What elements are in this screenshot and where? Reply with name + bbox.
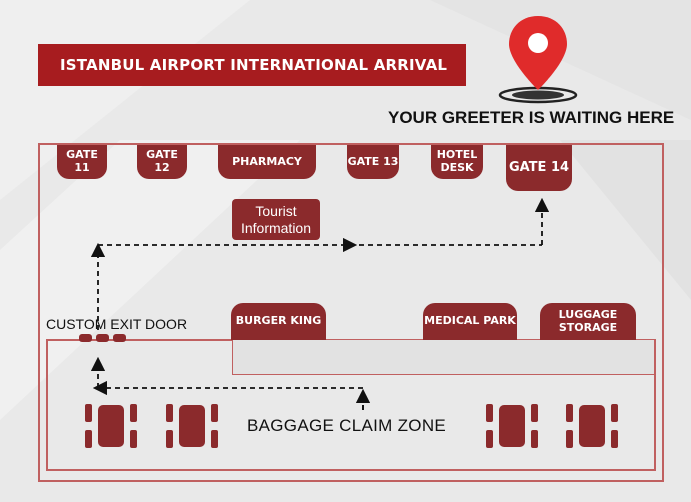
exit-door-segment <box>113 334 126 342</box>
tourist-information: Tourist Information <box>232 199 320 240</box>
baggage-carousel-icon <box>85 404 137 448</box>
location-pin-icon <box>498 16 578 104</box>
baggage-claim-label: BAGGAGE CLAIM ZONE <box>247 416 447 435</box>
gate-14: GATE 14 <box>506 145 572 191</box>
baggage-carousel-icon <box>166 404 218 448</box>
custom-exit-door-label: CUSTOM EXIT DOOR <box>46 316 188 332</box>
greeter-message: YOUR GREETER IS WAITING HERE <box>388 108 675 127</box>
gate-13: GATE 13 <box>347 145 399 179</box>
burger-king: BURGER KING <box>231 303 326 340</box>
baggage-carousel-icon <box>486 404 538 448</box>
baggage-carousel-icon <box>566 404 618 448</box>
pharmacy: PHARMACY <box>218 145 316 179</box>
exit-door-segment <box>96 334 109 342</box>
gate-12: GATE 12 <box>137 145 187 179</box>
gate-11: GATE 11 <box>57 145 107 179</box>
page-title: ISTANBUL AIRPORT INTERNATIONAL ARRIVAL <box>38 44 466 86</box>
exit-door-segment <box>79 334 92 342</box>
luggage-storage: LUGGAGE STORAGE <box>540 303 636 340</box>
hotel-desk: HOTEL DESK <box>431 145 483 179</box>
shops-corridor <box>232 339 655 375</box>
medical-park: MEDICAL PARK <box>423 303 517 340</box>
route-path <box>90 197 550 410</box>
arrival-hall-map <box>38 143 664 482</box>
